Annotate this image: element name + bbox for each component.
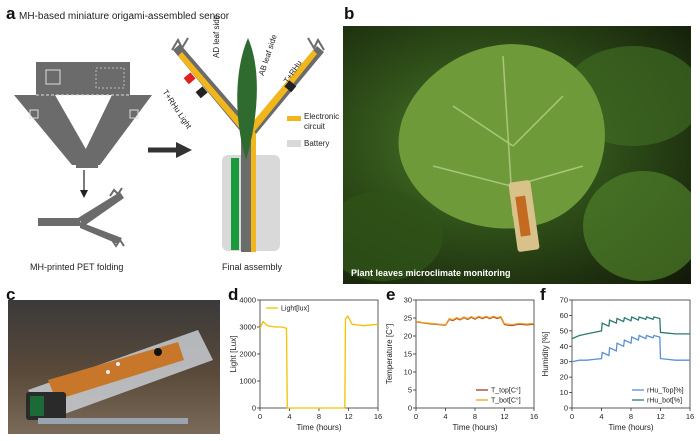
photo-b-caption: Plant leaves microclimate monitoring [351,268,511,278]
panel-letter-e: e [386,285,396,304]
folded-y-shape [38,187,125,248]
legend-entry: T_bot[C°] [491,397,521,405]
pet-stem [241,130,251,252]
origami-schematic [14,37,325,252]
panel-a-title: MH-based miniature origami-assembled sen… [19,11,230,22]
pet-chip-square [45,69,61,85]
leaf-ad-label: AD leaf side [212,14,221,58]
x-tick-label: 12 [500,412,508,421]
y-tick-label: 60 [560,311,568,320]
circuit-stem [251,130,256,252]
y-tick-label: 2000 [239,350,256,359]
pet-pad [29,109,39,119]
y-tick-label: 10 [560,388,568,397]
y-tick-label: 40 [560,342,568,351]
y-tick-label: 3000 [239,323,256,332]
y-tick-label: 20 [404,332,412,341]
x-tick-label: 0 [258,412,262,421]
caption-folding: MH-printed PET folding [30,262,124,272]
plot-frame [259,299,379,409]
series-line-rHu_Top[%] [571,334,690,363]
x-axis-label: Time (hours) [452,423,497,432]
x-axis-label: Time (hours) [296,423,341,432]
th-sensor-right [284,80,297,93]
legend-circuit-label: Electronic circuit [304,112,340,132]
x-tick-label: 16 [530,412,538,421]
device-illustration [26,330,213,424]
y-tick-label: 4000 [239,296,256,305]
x-tick-label: 16 [686,412,694,421]
y-tick-label: 50 [560,326,568,335]
x-tick-label: 8 [317,412,321,421]
y-tick-label: 10 [404,368,412,377]
y-axis-label: Humidity [%] [541,332,550,377]
green-board [231,158,239,250]
x-tick-label: 12 [344,412,352,421]
panel-letter-a: a [6,4,16,23]
y-tick-label: 0 [408,404,412,413]
x-tick-label: 4 [443,412,447,421]
legend-battery-label: Battery [304,139,330,148]
x-tick-label: 12 [656,412,664,421]
pet-left-arm [14,95,95,165]
y-tick-label: 30 [560,357,568,366]
legend-circuit-swatch [287,116,301,121]
final-assembly [171,37,325,252]
series-line-Light[lux] [259,315,379,409]
th-sensor-left [195,86,208,99]
leaf-shape [237,38,257,160]
x-tick-label: 8 [629,412,633,421]
y-tick-label: 30 [404,296,412,305]
pet-top-bar [36,62,130,95]
y-tick-label: 70 [560,296,568,305]
right-teeth [307,37,325,51]
x-tick-label: 0 [570,412,574,421]
panel-letter-b: b [344,4,355,23]
legend-entry: rHu_Top[%] [647,388,684,395]
left-teeth [171,37,189,51]
panel-letter-d: d [228,285,239,304]
sensor-device-photo [8,300,220,434]
y-tick-label: 0 [252,404,256,413]
caption-assembly: Final assembly [222,262,283,272]
y-tick-label: 1000 [239,377,256,386]
y-tick-label: 25 [404,314,412,323]
y-axis-label: Temperature [C°] [385,324,394,385]
legend-entry: T_top[C°] [491,387,521,395]
series-line-T_bot[C°] [415,315,535,326]
x-tick-label: 0 [414,412,418,421]
legend-circuit-text: Electronic circuit [304,112,340,131]
legend-battery-swatch [287,140,301,147]
pet-pad-2 [129,109,139,119]
y-tick-label: 0 [564,404,568,413]
x-axis-label: Time (hours) [608,423,653,432]
legend-entry: Light[lux] [281,306,309,313]
x-tick-label: 4 [599,412,603,421]
legend-entry: rHu_bot[%] [647,398,682,405]
y-tick-label: 15 [404,350,412,359]
circuit-right-branch [246,50,317,136]
unfolded-pet-sheet [14,62,152,168]
pet-bottom-tab [76,160,98,168]
down-arrow-head [80,190,88,198]
y-tick-label: 20 [560,373,568,382]
x-tick-label: 4 [287,412,291,421]
panel-letter-c: c [6,285,16,304]
leaf-illustration [343,44,691,281]
pet-right-arm [78,95,152,165]
series-line-rHu_bot[%] [571,316,690,340]
plant-leaf-photo: Plant leaves microclimate monitoring [343,26,691,284]
panel-letter-f: f [540,285,546,304]
y-tick-label: 5 [408,386,412,395]
x-tick-label: 8 [473,412,477,421]
pet-pattern [95,67,125,89]
y-axis-label: Light [Lux] [229,336,238,373]
assembly-arrow-head [176,142,192,158]
light-sensor [183,72,196,85]
circuit-left-branch [178,52,251,136]
x-tick-label: 16 [374,412,382,421]
